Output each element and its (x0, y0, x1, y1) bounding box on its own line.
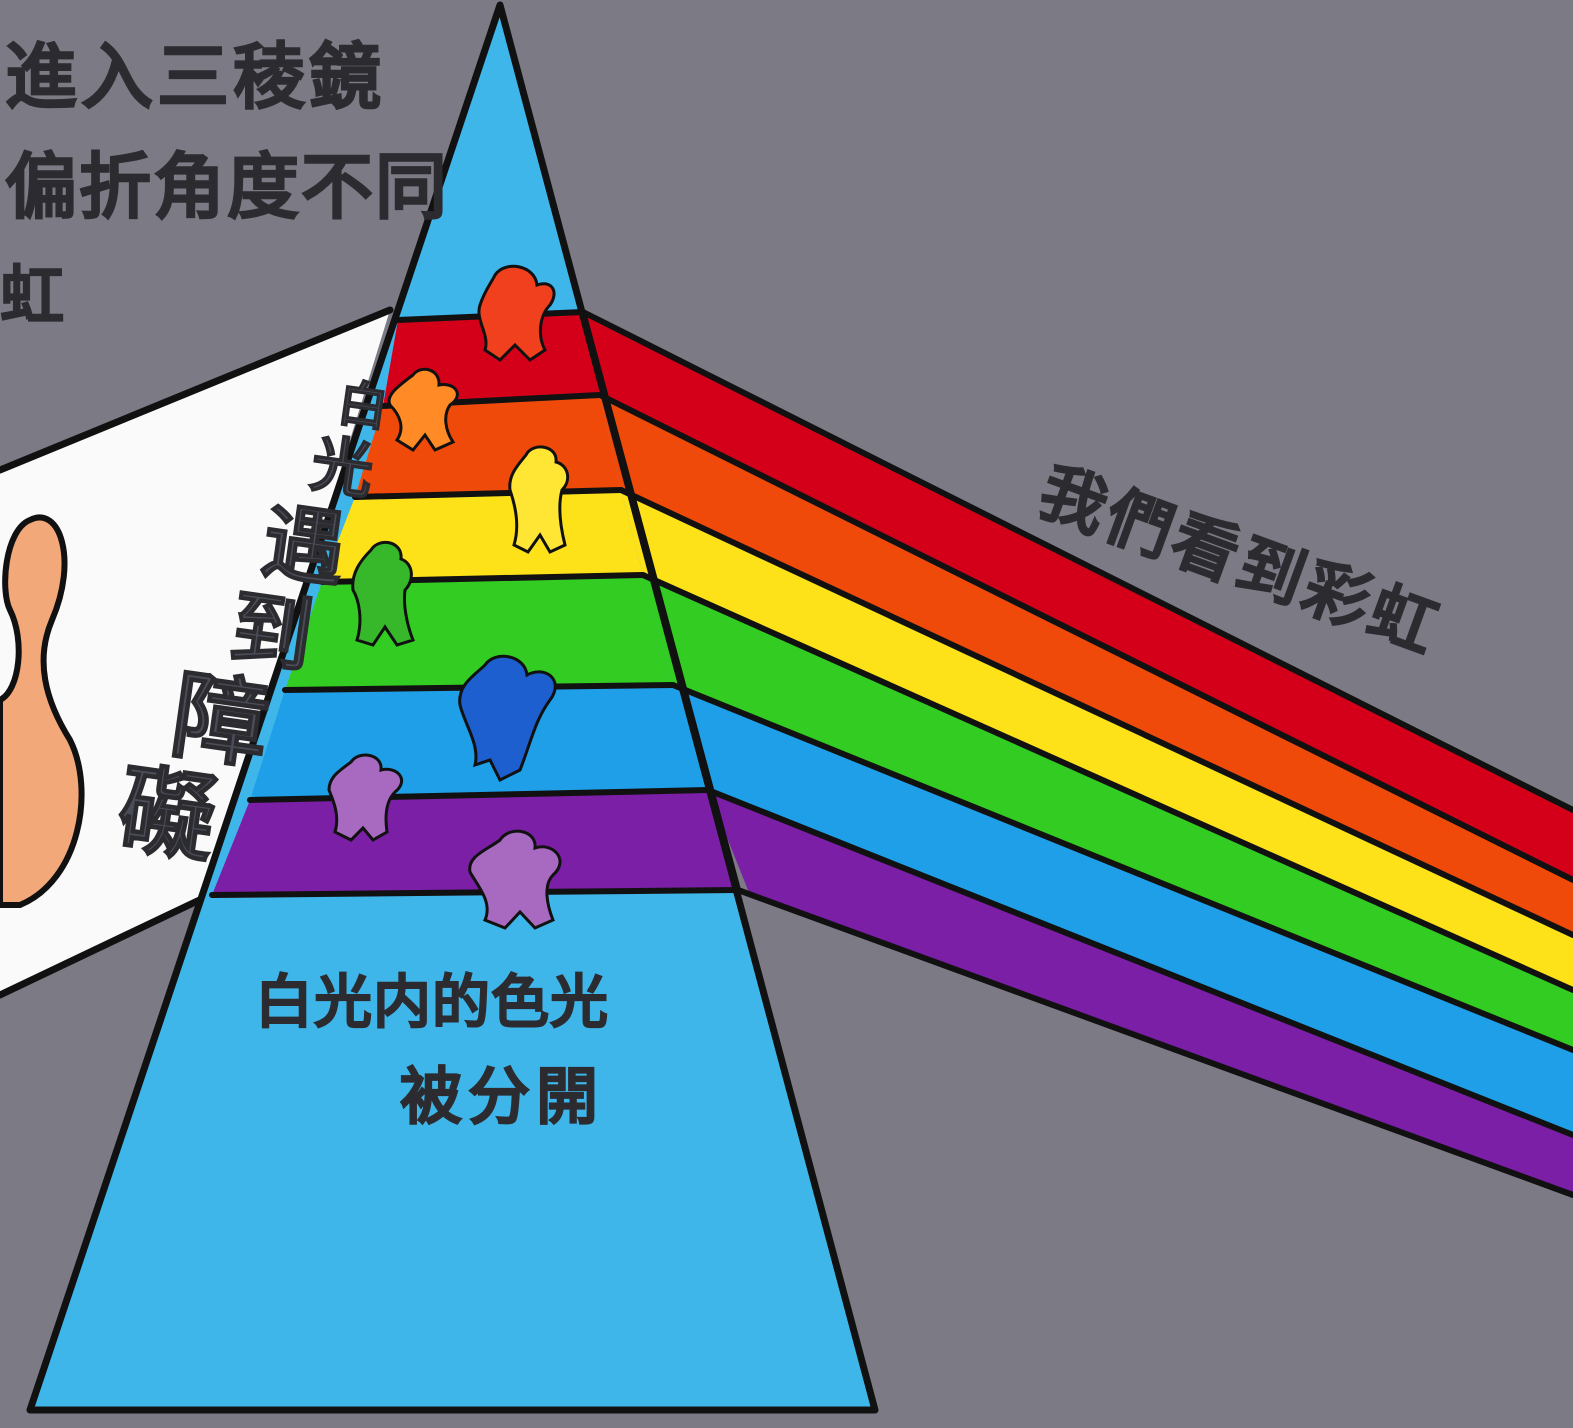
vertical-char-2: 光 (306, 427, 378, 508)
rainbow-line-7 (735, 887, 1573, 1198)
yellow-person-figure (508, 445, 570, 554)
purple-person-figure (327, 753, 403, 842)
rainbow-band-red (583, 312, 1573, 880)
rainbow-line-4 (640, 572, 1573, 993)
rainbow-line-5 (670, 682, 1573, 1053)
rainbow-line-3 (618, 487, 1573, 938)
blue-person-figure (458, 654, 557, 783)
prism-line-7 (209, 887, 741, 898)
prism-line-6 (247, 787, 711, 803)
prism-text-line1: 白光内的色光 (255, 968, 609, 1036)
rainbow-band-green (643, 575, 1573, 1050)
prism-line-3 (352, 487, 624, 500)
vertical-char-5: 障 (165, 659, 276, 783)
rainbow-line-2 (597, 392, 1573, 883)
vertical-char-4: 到 (224, 580, 318, 685)
rainbow-band-yellow (621, 490, 1573, 990)
vertical-char-1: 白 (334, 374, 392, 438)
top-left-text-line1: 進入三稜鏡 (5, 35, 385, 119)
white-beam-bottom-edge (0, 891, 214, 999)
rainbow-line-1 (580, 309, 1573, 813)
top-left-text-line2: 偏折角度不同 (5, 145, 449, 229)
orange-person-figure (387, 367, 459, 452)
vertical-label: 白 光 遇 到 障 礙 (111, 373, 392, 878)
vertical-char-3: 遇 (257, 494, 351, 599)
rainbow-band-violet (708, 790, 1573, 1195)
rainbow-band-blue (673, 685, 1573, 1135)
rainbow-band-orange (600, 395, 1573, 935)
white-beam-top-edge (0, 306, 394, 474)
violet-person-figure (468, 829, 562, 930)
white-light-beam (0, 310, 390, 995)
prism-text-line2: 被分開 (400, 1060, 604, 1133)
prism-outline (26, 1, 879, 1414)
red-person-figure (477, 264, 556, 362)
vertical-char-6: 礙 (112, 753, 223, 877)
top-left-text-line3: 虹 (0, 260, 64, 334)
green-person-figure (351, 540, 415, 647)
rainbow-line-6 (705, 787, 1573, 1138)
hand-shape (0, 514, 85, 908)
